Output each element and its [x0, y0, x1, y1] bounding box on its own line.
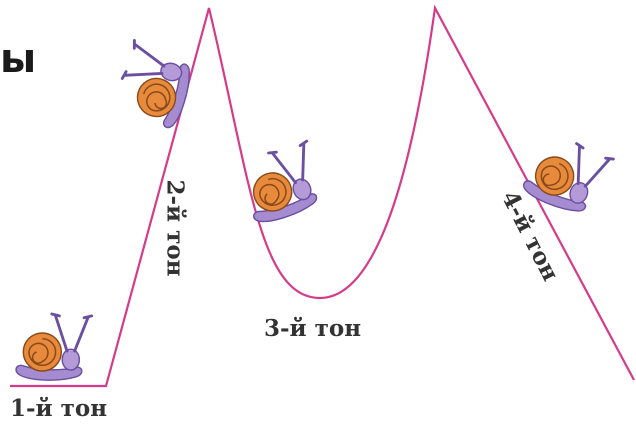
- tone-contour-line: [10, 4, 635, 388]
- heading-fragment: ы: [0, 36, 38, 82]
- snail-icon: [111, 38, 198, 132]
- tone-2-label: 2-й тон: [161, 179, 189, 277]
- tone-1-label: 1-й тон: [10, 395, 108, 422]
- tone-3-label: 3-й тон: [264, 315, 362, 342]
- snail-icon: [518, 129, 616, 221]
- snail-icon: [14, 312, 94, 382]
